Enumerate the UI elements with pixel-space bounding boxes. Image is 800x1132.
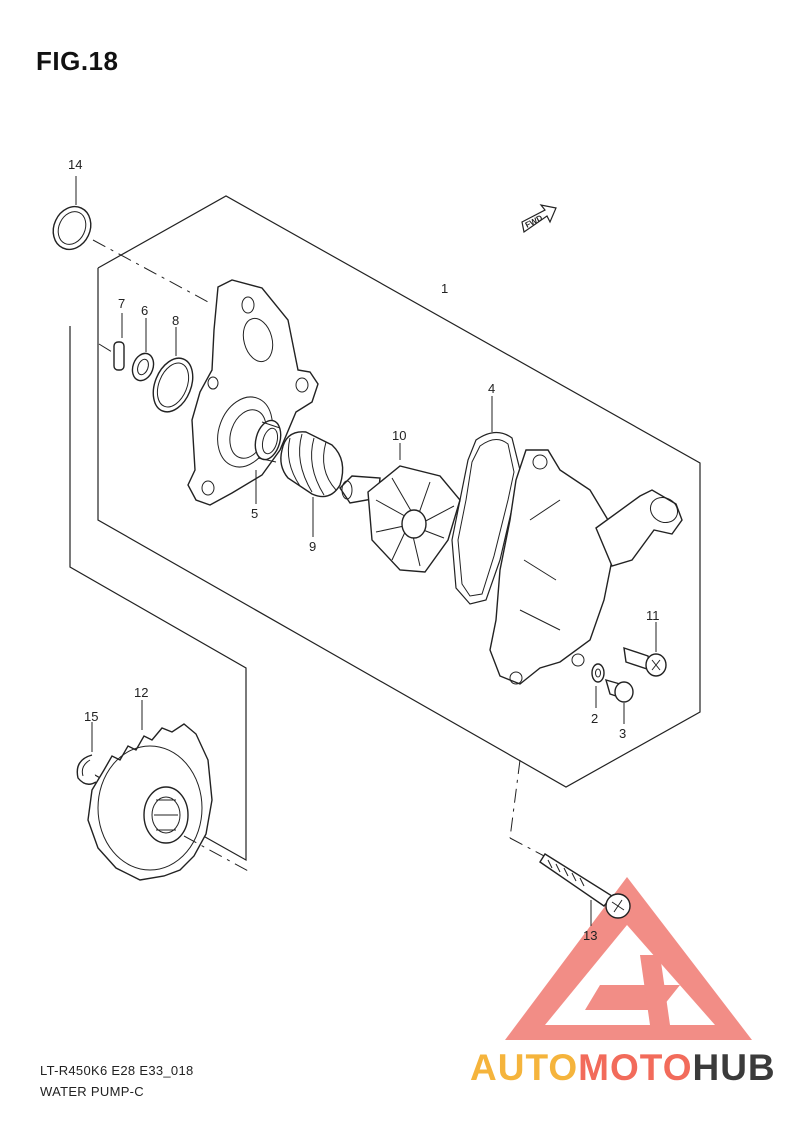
callout-10: 10 bbox=[392, 428, 406, 443]
part-11-bolt bbox=[623, 622, 667, 677]
watermark-brand: AUTOMOTOHUB bbox=[470, 1047, 776, 1089]
callout-14: 14 bbox=[68, 157, 82, 172]
watermark-logo-icon bbox=[505, 877, 752, 1040]
drawing-code: LT-R450K6 E28 E33_018 bbox=[40, 1063, 194, 1078]
pump-case-plate bbox=[187, 279, 319, 506]
brand-part-moto: MOTO bbox=[578, 1047, 693, 1088]
part-7-dowel-pin bbox=[98, 313, 125, 371]
callout-9: 9 bbox=[309, 539, 316, 554]
callout-8: 8 bbox=[172, 313, 179, 328]
leader-dash-13b bbox=[509, 837, 549, 859]
part-10-impeller bbox=[339, 443, 461, 573]
assembly-outline bbox=[97, 195, 701, 788]
part-9-seal bbox=[280, 431, 344, 537]
part-3-bolt bbox=[604, 678, 634, 724]
leader-dash-13 bbox=[509, 759, 521, 839]
callout-13: 13 bbox=[583, 928, 597, 943]
part-13-long-bolt bbox=[539, 853, 631, 926]
part-5-mechanical-seal bbox=[254, 419, 282, 504]
part-12-gear bbox=[87, 700, 251, 881]
part-4-gasket bbox=[451, 396, 521, 605]
figure-title: FIG.18 bbox=[36, 46, 119, 76]
callout-4: 4 bbox=[488, 381, 495, 396]
part-2-washer bbox=[591, 663, 605, 708]
callout-15: 15 bbox=[84, 709, 98, 724]
part-8-o-ring bbox=[152, 327, 194, 413]
part-6-washer bbox=[131, 318, 155, 382]
callout-6: 6 bbox=[141, 303, 148, 318]
fwd-arrow-icon: FWD bbox=[521, 204, 557, 234]
part-14-o-ring bbox=[52, 176, 211, 304]
callout-5: 5 bbox=[251, 506, 258, 521]
part-15-circlip bbox=[76, 722, 97, 785]
brand-part-auto: AUTO bbox=[470, 1047, 579, 1088]
callout-11: 11 bbox=[646, 608, 660, 623]
brand-part-hub: HUB bbox=[692, 1047, 776, 1088]
callout-12: 12 bbox=[134, 685, 148, 700]
callout-2: 2 bbox=[591, 711, 598, 726]
callout-7: 7 bbox=[118, 296, 125, 311]
pump-cover bbox=[489, 449, 683, 685]
drawing-name: WATER PUMP-C bbox=[40, 1084, 144, 1099]
callout-3: 3 bbox=[619, 726, 626, 741]
callout-1: 1 bbox=[441, 281, 448, 296]
